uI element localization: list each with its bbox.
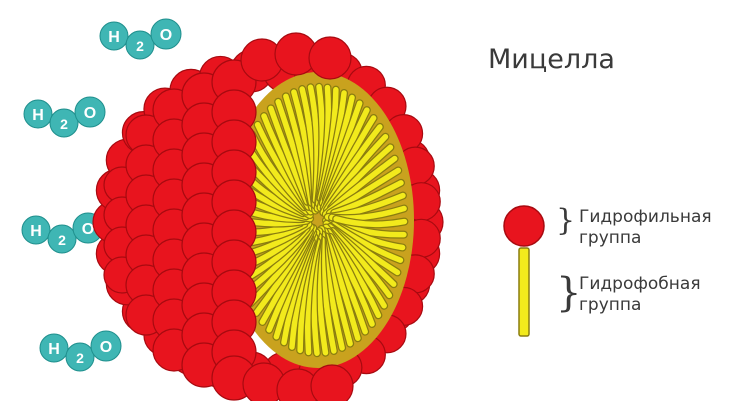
hydrophobic-label-line2: группа — [579, 295, 701, 316]
water-subscript-label: 2 — [58, 232, 66, 248]
water-o-label: O — [84, 105, 96, 122]
water-h-label: H — [48, 341, 60, 358]
water-h-label: H — [30, 223, 42, 240]
legend-symbols — [504, 206, 544, 336]
water-o-label: O — [82, 221, 94, 238]
water-o-label: O — [160, 27, 172, 44]
water-subscript-label: 2 — [76, 350, 84, 366]
water-h-label: H — [108, 29, 120, 46]
diagram-title: Мицелла — [488, 44, 615, 75]
hydrophilic-head-symbol — [504, 206, 544, 246]
hydrophilic-label-line1: Гидрофильная — [579, 207, 712, 228]
curly-brace-icon: } — [556, 206, 575, 236]
hydrophilic-label-line2: группа — [579, 228, 712, 249]
hydrophilic-head — [309, 37, 351, 79]
micelle — [93, 33, 443, 401]
water-o-label: O — [100, 339, 112, 356]
water-h-label: H — [32, 107, 44, 124]
water-subscript-label: 2 — [136, 38, 144, 54]
hydrophilic-label: Гидрофильная группа — [579, 207, 712, 249]
curly-brace-icon: } — [556, 273, 581, 313]
hydrophobic-label: Гидрофобная группа — [579, 274, 701, 316]
water-subscript-label: 2 — [60, 116, 68, 132]
hydrophobic-label-line1: Гидрофобная — [579, 274, 701, 295]
hydrophobic-tail-symbol — [519, 248, 529, 336]
hydrophilic-head — [311, 365, 353, 401]
